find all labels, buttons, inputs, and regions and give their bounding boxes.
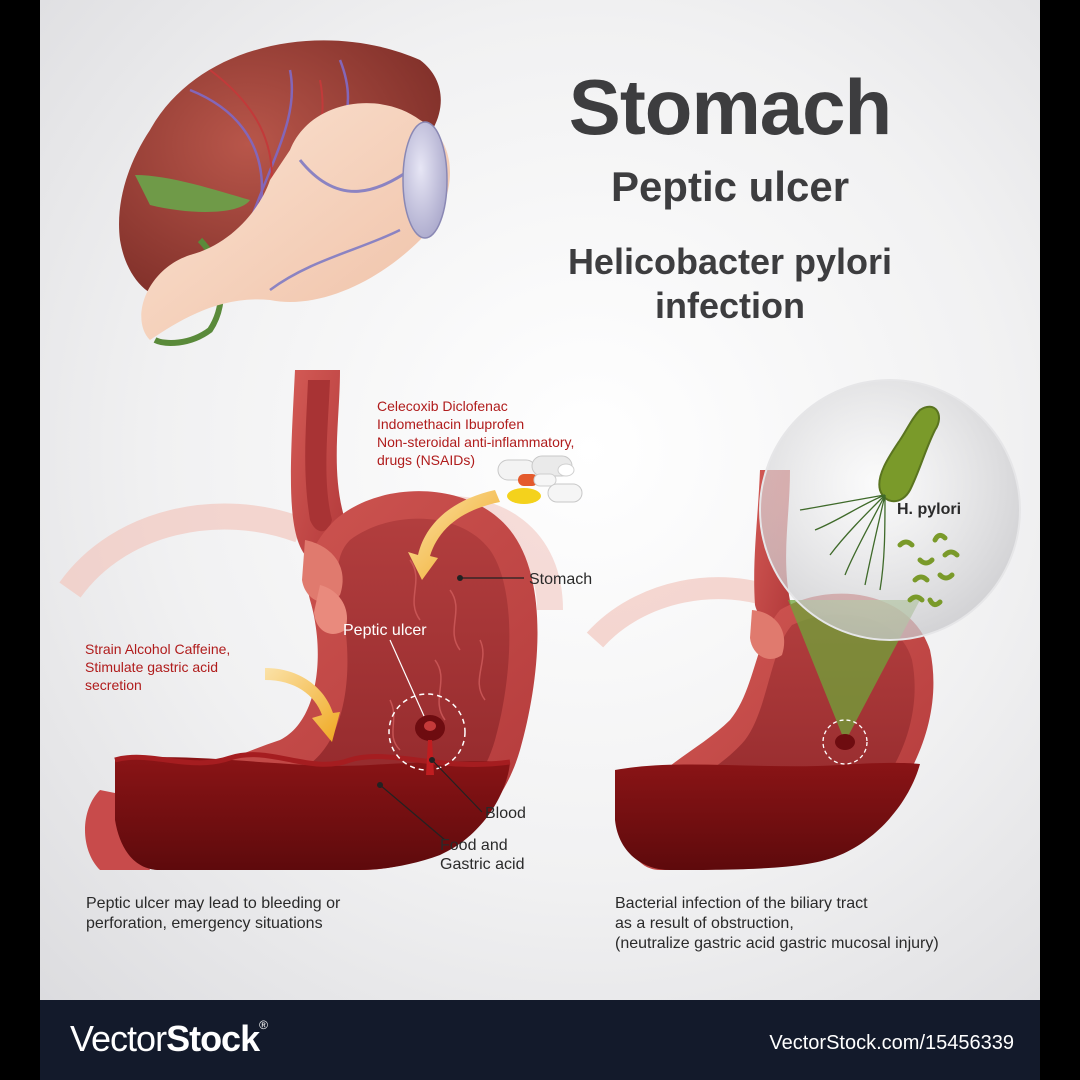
food-label-line-2: Gastric acid bbox=[440, 856, 525, 873]
illustration bbox=[59, 40, 1021, 870]
nsaids-line-3: Non-steroidal anti-inflammatory, bbox=[377, 434, 575, 450]
mucosa-folds bbox=[389, 559, 486, 751]
right-cardia-fold bbox=[750, 610, 785, 659]
bacteria-bubble bbox=[759, 379, 1021, 641]
stomach-lower-vessel-shape bbox=[269, 228, 401, 292]
stock-url: VectorStock.com/15456339 bbox=[769, 1032, 1014, 1054]
acid-surface-shape bbox=[114, 752, 511, 767]
brand-logo: VectorStock® bbox=[70, 1018, 268, 1060]
subtitle-2-line-1: Helicobacter pylori bbox=[567, 241, 893, 282]
nsaids-note: Celecoxib Diclofenac Indomethacin Ibupro… bbox=[377, 397, 574, 469]
nsaid-arrow-shape bbox=[408, 490, 500, 580]
food-label-line-1: Food and bbox=[440, 837, 508, 854]
peptic-ulcer-pointer bbox=[389, 639, 425, 717]
infographic-panel: Stomach Peptic ulcer Helicobacter pylori… bbox=[40, 0, 1040, 1000]
cardia-fold-shape bbox=[302, 540, 343, 603]
pills bbox=[497, 455, 583, 504]
right-caption-line-1: Bacterial infection of the biliary tract bbox=[615, 895, 868, 912]
top-anatomy bbox=[119, 40, 450, 346]
brand-mark: ® bbox=[259, 1018, 268, 1032]
h-pylori-flagella bbox=[799, 494, 886, 591]
food-label: Food and Gastric acid bbox=[440, 836, 524, 874]
right-caption: Bacterial infection of the biliary tract… bbox=[615, 894, 939, 954]
blood-label: Blood bbox=[485, 805, 526, 822]
upper-stomach-shape bbox=[141, 103, 450, 340]
right-caption-line-3: (neutralize gastric acid gastric mucosal… bbox=[615, 935, 939, 952]
strain-line-3: secretion bbox=[85, 677, 142, 693]
strain-line-1: Strain Alcohol Caffeine, bbox=[85, 641, 231, 657]
left-caption: Peptic ulcer may lead to bleeding or per… bbox=[86, 894, 340, 934]
right-stomach bbox=[586, 379, 1021, 870]
right-ulcer-shape bbox=[835, 734, 855, 750]
strain-line-2: Stimulate gastric acid bbox=[85, 659, 219, 675]
left-caption-line-2: perforation, emergency situations bbox=[86, 915, 323, 932]
subtitle-2-line-2: infection bbox=[655, 285, 805, 326]
nsaids-line-4: drugs (NSAIDs) bbox=[377, 452, 476, 468]
footer-bar: VectorStock® VectorStock.com/15456339 bbox=[40, 1000, 1040, 1080]
right-acid-shape bbox=[615, 762, 920, 870]
right-ulcer-ring bbox=[822, 719, 868, 765]
esophagus-inner-shape bbox=[305, 380, 332, 532]
ulcer-center-shape bbox=[424, 721, 436, 731]
ulcer-highlight-ring bbox=[388, 693, 466, 771]
blood-pointer bbox=[429, 757, 483, 813]
nsaids-line-2: Indomethacin Ibuprofen bbox=[377, 416, 525, 432]
gastric-acid-shape bbox=[115, 757, 510, 870]
right-caption-line-2: as a result of obstruction, bbox=[615, 915, 794, 932]
brand-bold: Stock bbox=[166, 1018, 260, 1059]
peptic-ulcer-label: Peptic ulcer bbox=[343, 622, 427, 639]
h-pylori-label: H. pylori bbox=[897, 501, 962, 518]
page-subtitle-2: Helicobacter pylori infection bbox=[480, 240, 980, 328]
h-pylori-body-shape bbox=[878, 405, 940, 503]
nsaids-line-1: Celecoxib Diclofenac bbox=[377, 398, 508, 414]
left-stomach bbox=[59, 370, 583, 870]
spleen-shape bbox=[402, 121, 448, 239]
stomach-label: Stomach bbox=[529, 571, 593, 588]
strain-note: Strain Alcohol Caffeine, Stimulate gastr… bbox=[85, 640, 230, 694]
brand-light: Vector bbox=[70, 1018, 167, 1059]
page-title: Stomach bbox=[568, 63, 892, 151]
strain-arrow-shape bbox=[265, 668, 340, 742]
page-subtitle: Peptic ulcer bbox=[610, 163, 850, 210]
left-caption-line-1: Peptic ulcer may lead to bleeding or bbox=[86, 895, 341, 912]
cardia-fold-shape-2 bbox=[314, 585, 348, 634]
food-pointer bbox=[377, 782, 446, 841]
small-bacteria bbox=[897, 532, 960, 608]
gallbladder-shape bbox=[135, 175, 250, 212]
left-outer-halo bbox=[59, 503, 305, 598]
